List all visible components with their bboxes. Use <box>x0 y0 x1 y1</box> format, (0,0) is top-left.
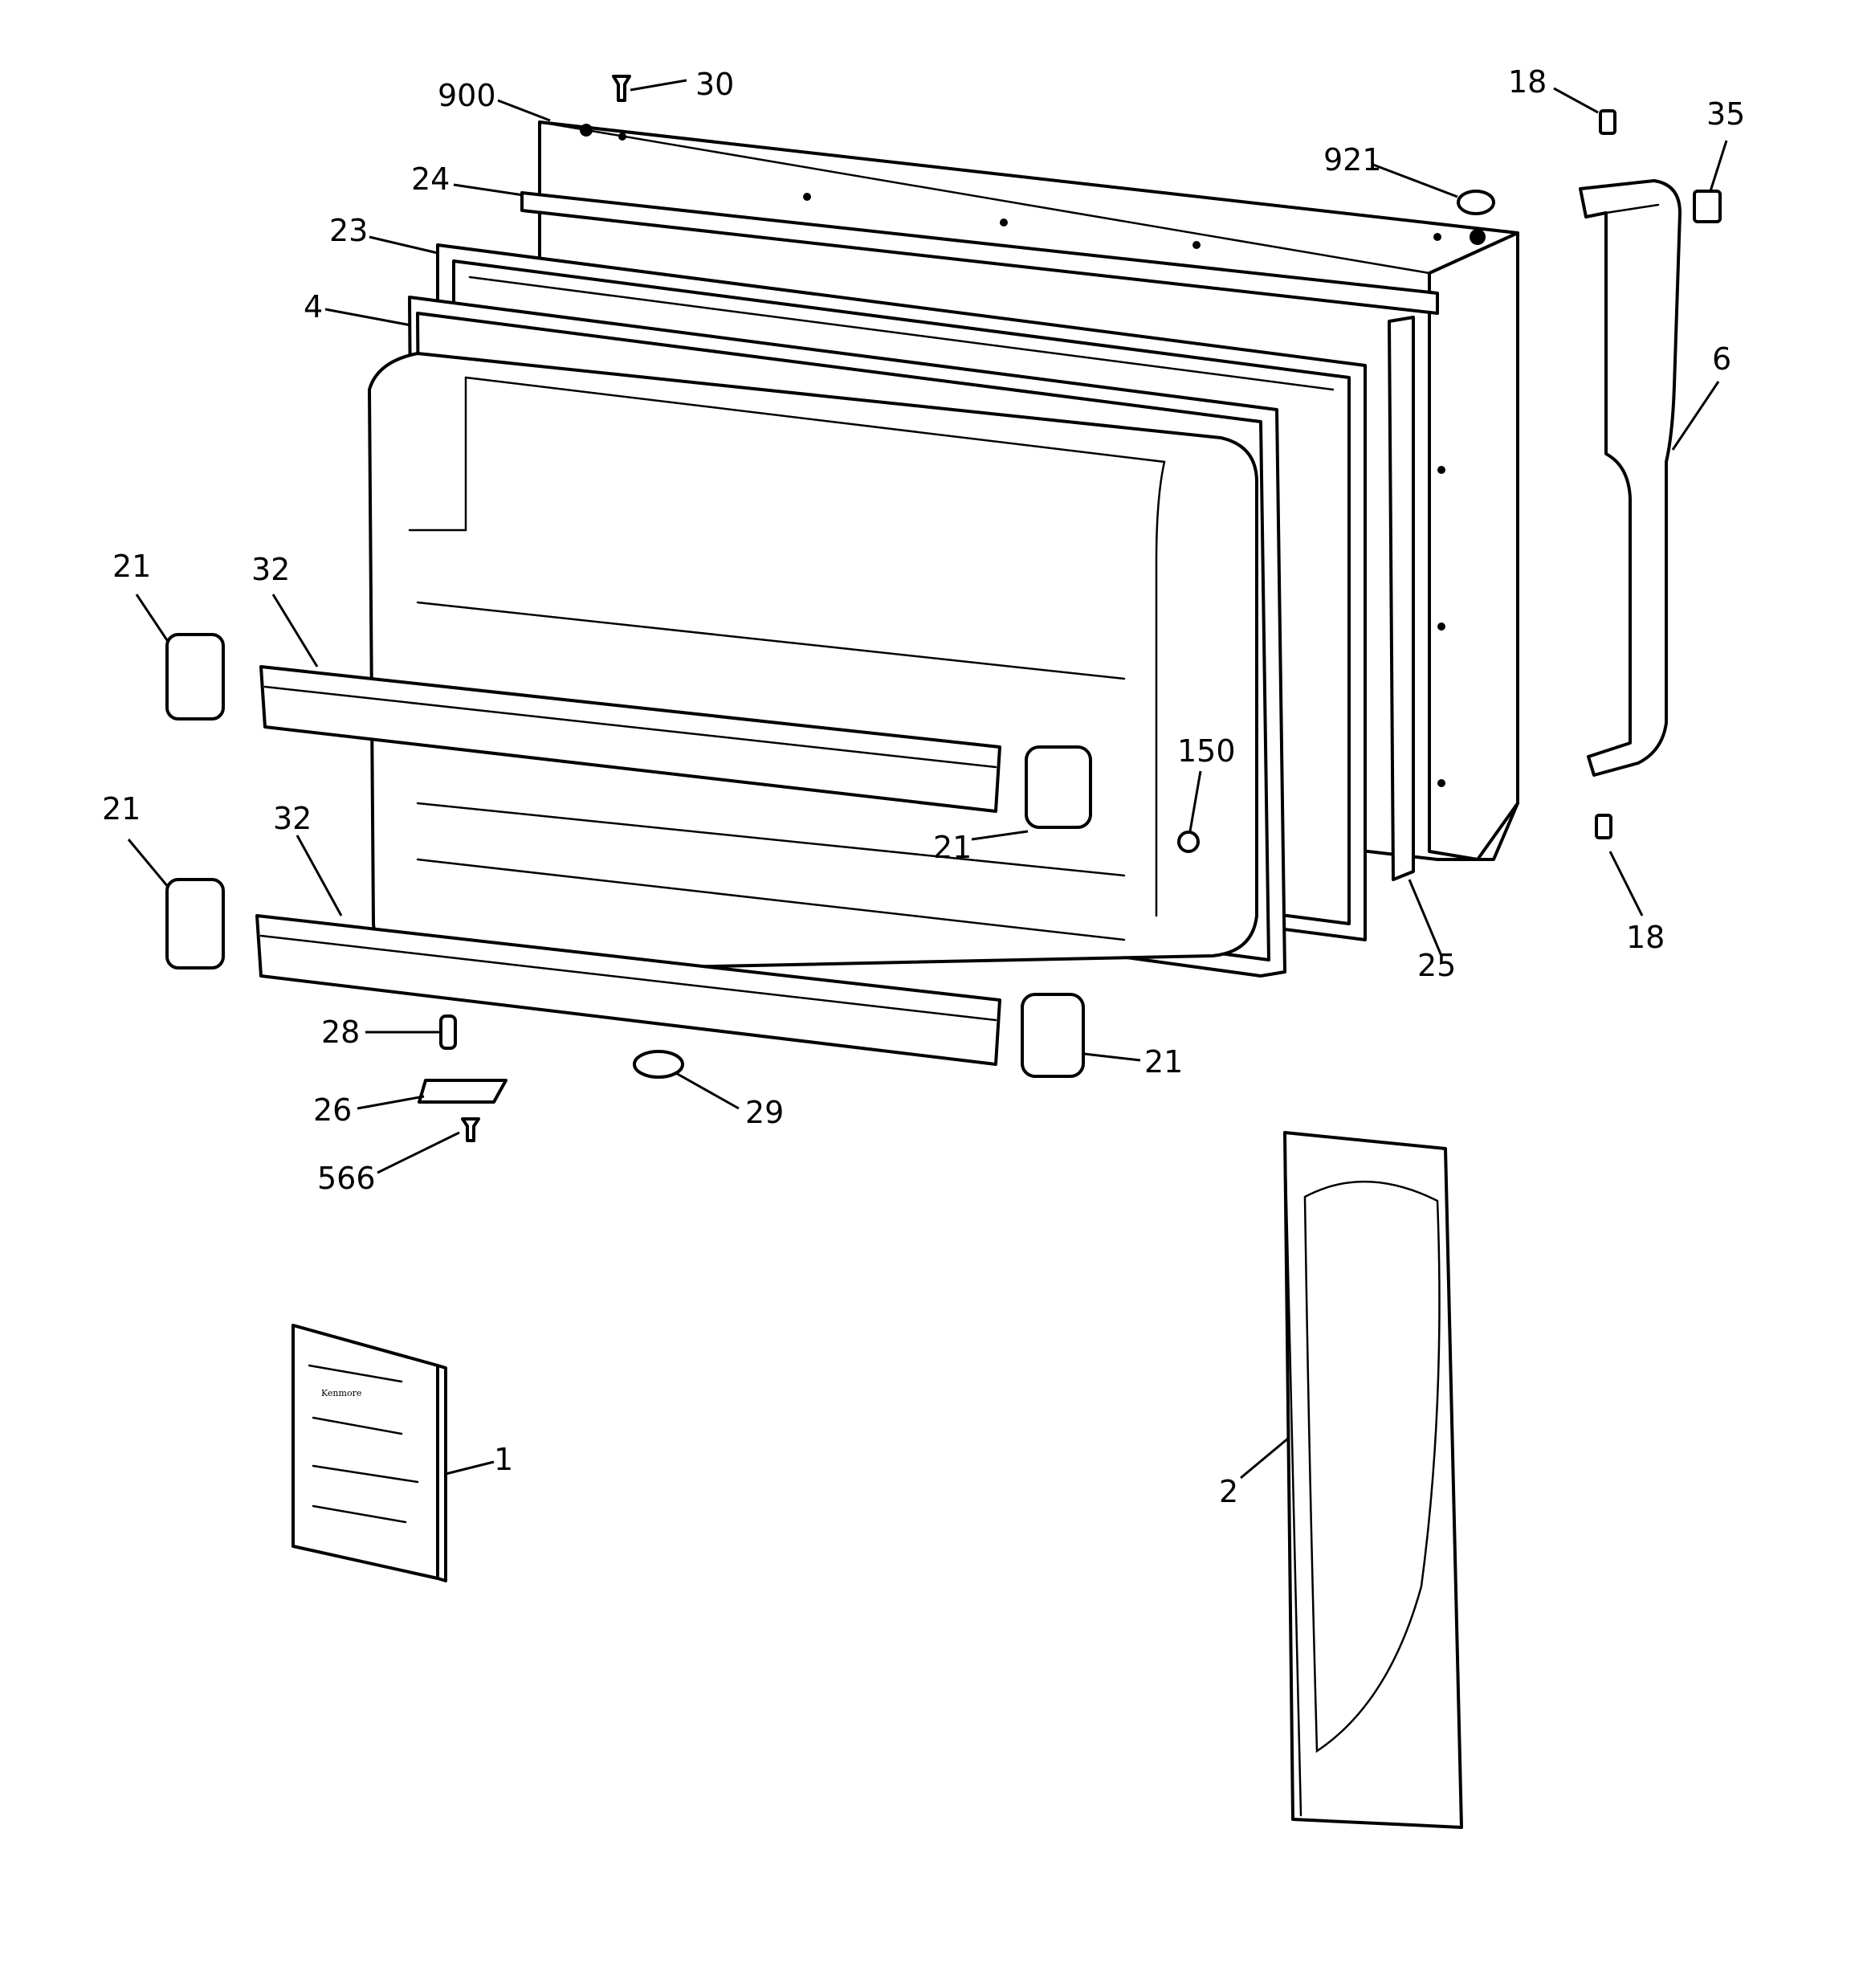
handle-cap <box>1693 190 1722 223</box>
callout-28: 28 <box>321 1014 360 1050</box>
hinge-pin <box>439 1014 457 1050</box>
leader-lines <box>127 79 1728 1480</box>
shelf-bar-upper <box>259 665 1001 813</box>
callout-18-top: 18 <box>1508 64 1547 100</box>
end-cap-lower-left <box>165 878 225 970</box>
hinge-plate <box>418 1079 508 1104</box>
callout-24: 24 <box>411 161 450 197</box>
hole-plug <box>1457 190 1495 215</box>
handle-package <box>1283 1131 1463 1829</box>
liner-tub <box>368 352 1258 974</box>
callout-150: 150 <box>1177 733 1236 769</box>
top-trim-strip <box>520 191 1439 315</box>
callout-labels: 900 30 24 23 4 921 18 35 6 21 32 21 32 1… <box>102 64 1745 1509</box>
callout-21-lower-right: 21 <box>1144 1044 1183 1080</box>
end-cap-upper-left <box>165 633 225 720</box>
grommet <box>633 1050 684 1079</box>
callout-21-lower-left: 21 <box>102 791 141 827</box>
callout-18-bottom: 18 <box>1626 920 1665 955</box>
callout-21-upper-left: 21 <box>112 549 151 584</box>
manual-brand: Kenmore <box>321 1388 361 1398</box>
side-trim-strip <box>1388 316 1415 881</box>
callout-35: 35 <box>1706 96 1745 132</box>
callout-900: 900 <box>438 78 496 113</box>
shelf-bar-lower <box>255 914 1001 1066</box>
callout-921: 921 <box>1323 142 1382 178</box>
callout-30: 30 <box>695 67 734 102</box>
callout-2: 2 <box>1219 1474 1238 1509</box>
callout-21-upper-right: 21 <box>933 830 972 865</box>
callout-26: 26 <box>313 1092 352 1128</box>
end-cap-upper-right <box>1025 745 1092 829</box>
callout-566: 566 <box>317 1161 376 1196</box>
callout-4: 4 <box>304 289 323 325</box>
screw-18-bottom <box>1595 814 1612 839</box>
door-handle <box>1579 179 1682 777</box>
screw-18-top <box>1599 109 1616 135</box>
screw-30 <box>612 75 631 102</box>
owners-manual: Kenmore <box>291 1324 447 1582</box>
callout-23: 23 <box>329 213 368 248</box>
end-cap-lower-right <box>1021 993 1085 1078</box>
callout-6: 6 <box>1712 341 1731 377</box>
screw-566 <box>461 1117 480 1142</box>
callout-32-lower: 32 <box>273 801 312 836</box>
callout-29: 29 <box>745 1095 784 1130</box>
callout-1: 1 <box>494 1442 513 1477</box>
callout-25: 25 <box>1417 948 1456 983</box>
clip-150 <box>1177 831 1200 853</box>
callout-32-upper: 32 <box>251 552 290 587</box>
